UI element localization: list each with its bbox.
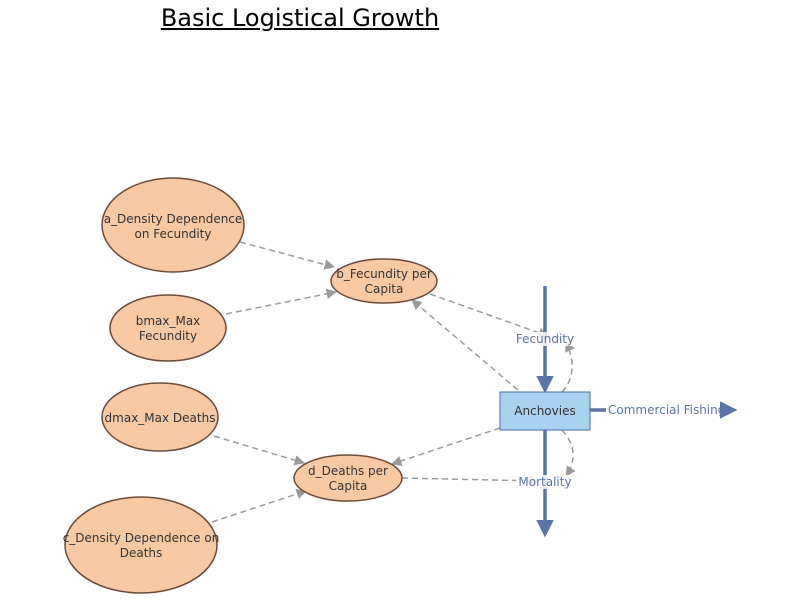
connector-anchovies-to-mortality (561, 429, 576, 477)
converter-label-line2: on Fecundity (135, 227, 212, 241)
connector-dmax-to-d (213, 435, 306, 466)
stock-label: Anchovies (514, 404, 575, 418)
converter-label-line1: a_Density Dependence (104, 212, 243, 226)
converter-bmax[interactable]: bmax_Max Fecundity (109, 294, 227, 362)
converter-d-deaths[interactable]: d_Deaths per Capita (293, 454, 403, 502)
converter-label-line1: d_Deaths per (308, 464, 388, 478)
connector-anchovies-to-d (391, 427, 501, 466)
converter-label-line2: Deaths (120, 546, 163, 560)
flows: Fecundity Mortality Commercial Fishing (514, 286, 738, 538)
converter-label-line1: bmax_Max (136, 314, 201, 328)
converter-label-line1: b_Fecundity per (336, 267, 432, 281)
stock-box[interactable] (499, 391, 591, 431)
converter-dmax[interactable]: dmax_Max Deaths (101, 382, 219, 452)
connector-bmax-to-b (225, 288, 338, 315)
converter-shape[interactable] (109, 294, 227, 362)
converter-shape[interactable] (64, 496, 218, 594)
converter-b-fecundity[interactable]: b_Fecundity per Capita (330, 258, 438, 304)
converter-label: dmax_Max Deaths (105, 411, 216, 425)
converter-label-line2: Fecundity (139, 329, 197, 343)
converter-label-line2: Capita (329, 479, 368, 493)
fishing-flow-label: Commercial Fishing (608, 403, 725, 417)
converter-shape[interactable] (330, 258, 438, 304)
connector-a-to-b (239, 241, 336, 270)
fishing-label-bg (606, 403, 720, 417)
diagram-title: Basic Logistical Growth (160, 4, 440, 32)
converter-label-line1: c_Density Dependence on (63, 531, 220, 545)
converter-shape[interactable] (101, 382, 219, 452)
mortality-label-bg (516, 475, 574, 489)
connector-b-to-fecundity (429, 293, 549, 338)
fecundity-flow-label: Fecundity (516, 332, 574, 346)
connector-d-to-mortality (401, 475, 540, 487)
converter-label-line2: Capita (365, 282, 404, 296)
connectors (211, 241, 576, 523)
stock-anchovies[interactable]: Anchovies (499, 391, 591, 431)
mortality-flow-label: Mortality (518, 475, 571, 489)
converter-shape[interactable] (101, 177, 245, 273)
connector-anchovies-to-b (411, 299, 519, 391)
connector-c-to-d (211, 488, 307, 523)
connector-anchovies-to-fecundity (561, 341, 575, 393)
fecundity-label-bg (514, 332, 576, 346)
converter-c-density[interactable]: c_Density Dependence on Deaths (63, 496, 220, 594)
converter-a-density[interactable]: a_Density Dependence on Fecundity (101, 177, 245, 273)
converter-shape[interactable] (293, 454, 403, 502)
